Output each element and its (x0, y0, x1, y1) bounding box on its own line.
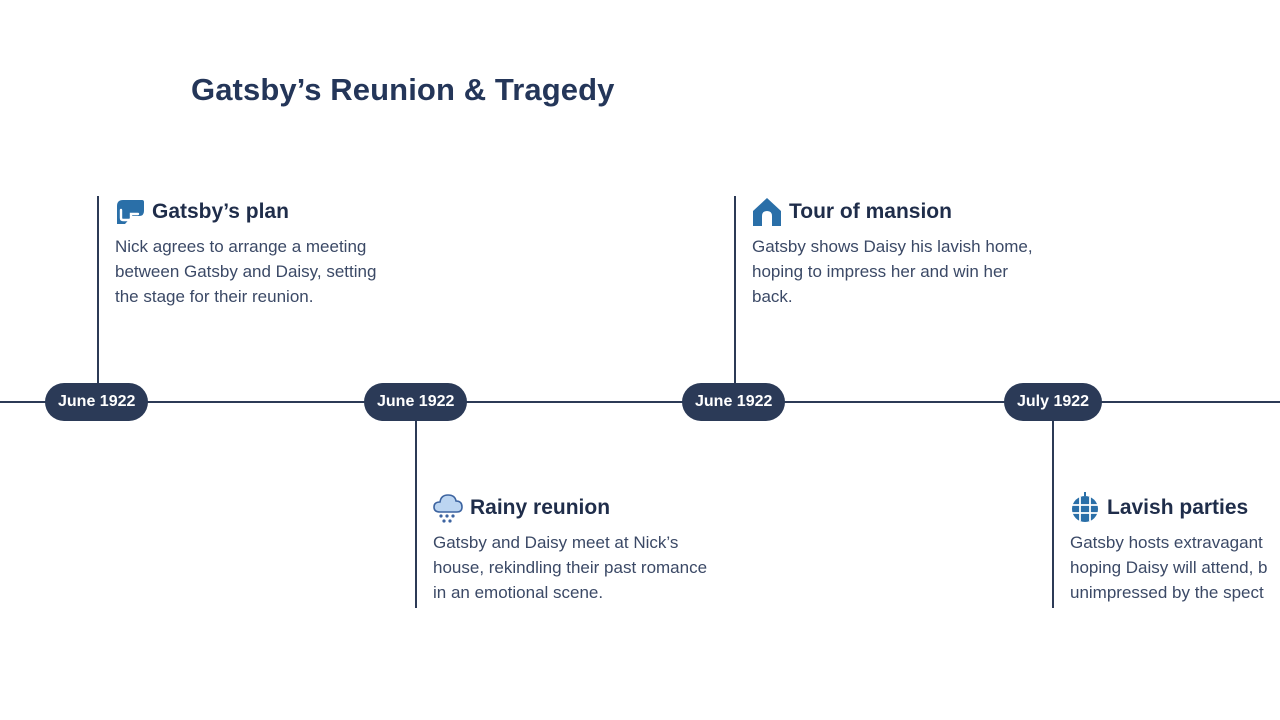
description-line: unimpressed by the spect (1070, 583, 1264, 602)
description-line: Gatsby and Daisy meet at Nick’s (433, 533, 679, 552)
event-description: Nick agrees to arrange a meeting between… (115, 234, 415, 309)
date-pill: July 1922 (1004, 383, 1103, 421)
description-line: in an emotional scene. (433, 583, 604, 602)
house-icon (751, 196, 783, 228)
description-line: Gatsby shows Daisy his lavish home, (752, 237, 1033, 256)
event-description: Gatsby and Daisy meet at Nick’s house, r… (433, 530, 733, 605)
handshake-icon (114, 196, 146, 228)
event-description: Gatsby shows Daisy his lavish home, hopi… (752, 234, 1052, 309)
description-line: the stage for their reunion. (115, 287, 314, 306)
event-connector (415, 420, 417, 608)
date-pill: June 1922 (364, 383, 468, 421)
description-line: house, rekindling their past romance (433, 558, 708, 577)
rain-cloud-icon (432, 492, 464, 524)
event-title: Rainy reunion (470, 496, 611, 519)
description-line: Gatsby hosts extravagant (1070, 533, 1263, 552)
event-connector (97, 196, 99, 384)
page-title: Gatsby’s Reunion & Tragedy (191, 72, 615, 107)
description-line: hoping Daisy will attend, b (1070, 558, 1268, 577)
date-pill: June 1922 (45, 383, 149, 421)
event-connector (734, 196, 736, 384)
date-pill: June 1922 (682, 383, 786, 421)
description-line: back. (752, 287, 793, 306)
timeline-axis (0, 401, 1280, 403)
event-heading: Gatsby’s plan (114, 196, 289, 228)
event-title: Lavish parties (1107, 496, 1249, 519)
event-heading: Lavish parties (1069, 492, 1248, 524)
event-heading: Rainy reunion (432, 492, 610, 524)
event-heading: Tour of mansion (751, 196, 952, 228)
description-line: Nick agrees to arrange a meeting (115, 237, 367, 256)
event-description: Gatsby hosts extravagant hoping Daisy wi… (1070, 530, 1268, 605)
event-title: Tour of mansion (789, 200, 952, 223)
event-title: Gatsby’s plan (152, 200, 289, 223)
description-line: hoping to impress her and win her (752, 262, 1009, 281)
description-line: between Gatsby and Daisy, setting (115, 262, 377, 281)
disco-ball-icon (1069, 492, 1101, 524)
event-connector (1052, 420, 1054, 608)
